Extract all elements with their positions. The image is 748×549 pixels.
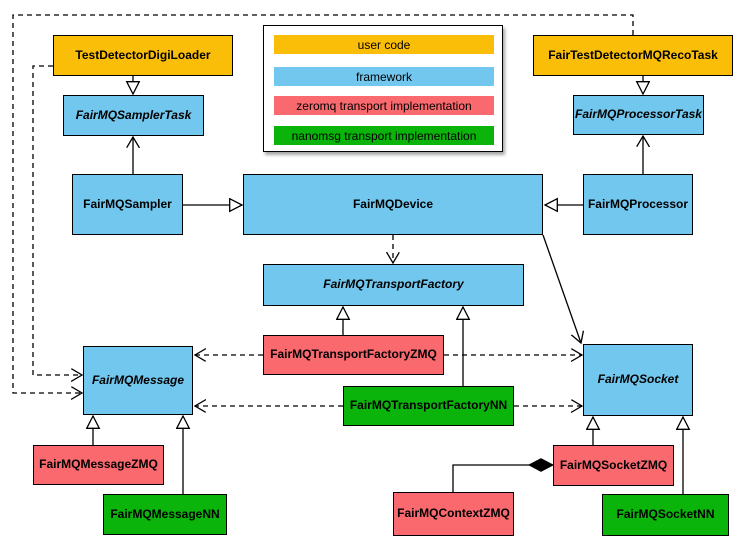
legend-item-nanomsg: nanomsg transport implementation: [274, 126, 494, 145]
edge-device-socket: [542, 234, 581, 343]
edge-digiLoader-message: [32, 65, 82, 375]
legend: user code framework zeromq transport imp…: [263, 25, 503, 152]
node-fairmqsamplertask: FairMQSamplerTask: [63, 95, 204, 136]
node-fairmqmessage: FairMQMessage: [83, 346, 193, 415]
legend-label: framework: [355, 69, 412, 84]
node-fairmqtransportfactoryzmq: FairMQTransportFactoryZMQ: [263, 335, 444, 375]
node-fairmqprocessortask: FairMQProcessorTask: [573, 95, 704, 135]
legend-label: nanomsg transport implementation: [291, 128, 477, 143]
node-fairmqcontextzmq: FairMQContextZMQ: [393, 492, 514, 536]
node-fairmqsampler: FairMQSampler: [72, 174, 183, 235]
legend-item-user-code: user code: [274, 35, 494, 54]
node-fairmqsocketnn: FairMQSocketNN: [602, 494, 729, 536]
legend-label: user code: [357, 37, 411, 52]
legend-item-zeromq: zeromq transport implementation: [274, 96, 494, 115]
node-fairmqmessagenn: FairMQMessageNN: [103, 494, 227, 535]
node-fairmqtransportfactory: FairMQTransportFactory: [263, 264, 524, 306]
node-testdetectordigiloader: TestDetectorDigiLoader: [53, 35, 233, 76]
node-fairmqsocketzmq: FairMQSocketZMQ: [553, 445, 674, 486]
edge-contextZMQ-socketZMQ: [452, 465, 553, 492]
node-fairmqdevice: FairMQDevice: [243, 174, 543, 235]
legend-label: zeromq transport implementation: [296, 98, 472, 113]
node-fairmqprocessor: FairMQProcessor: [583, 174, 693, 235]
legend-item-framework: framework: [274, 67, 494, 86]
edge-recoTask-message: [12, 14, 634, 393]
node-fairmqmessagezmq: FairMQMessageZMQ: [33, 445, 164, 485]
node-fairmqtransportfactorynn: FairMQTransportFactoryNN: [343, 386, 514, 426]
node-fairtestdetectormqrecotask: FairTestDetectorMQRecoTask: [533, 35, 733, 76]
node-fairmqsocket: FairMQSocket: [583, 344, 693, 416]
